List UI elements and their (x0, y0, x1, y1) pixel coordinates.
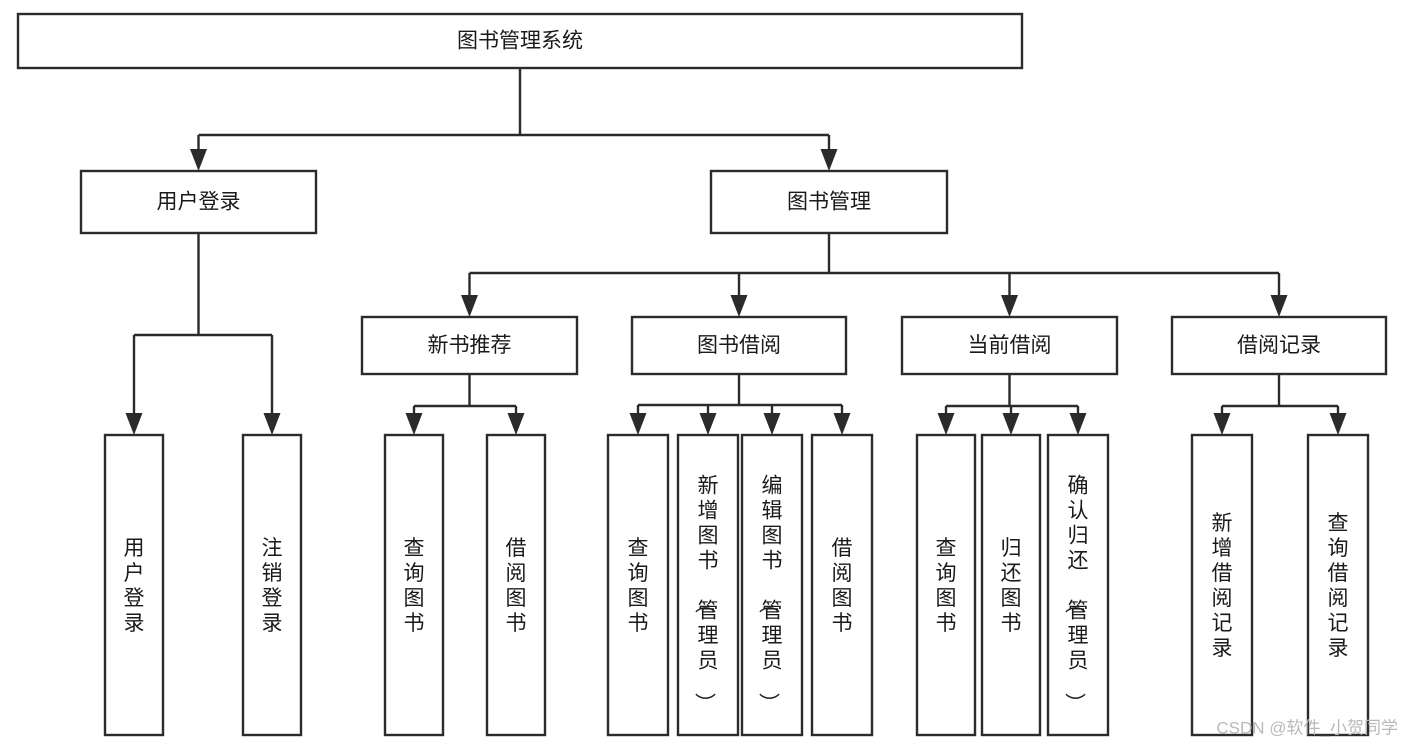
node-label-user-login: 用户登录 (157, 191, 241, 214)
connector-group-new-book-recommend (405, 374, 525, 435)
node-box-leaf-confirm-return-admin[interactable] (1046, 433, 1110, 737)
node-label-leaf-borrow-book-recommend: 借阅图书 (506, 537, 527, 635)
connector-group-user-login (125, 233, 281, 435)
node-book-borrow[interactable]: 图书借阅 (630, 315, 848, 376)
node-leaf-add-borrow-record[interactable]: 新增借阅记录 (1190, 433, 1254, 737)
node-label-leaf-add-book-admin: 新增图书（管理员） (693, 475, 719, 714)
node-leaf-query-book-borrow[interactable]: 查询图书 (606, 433, 670, 737)
node-box-leaf-logout-login[interactable] (241, 433, 303, 737)
node-root[interactable]: 图书管理系统 (16, 12, 1024, 70)
node-label-current-borrow: 当前借阅 (968, 334, 1052, 357)
node-box-leaf-query-book-current[interactable] (915, 433, 977, 737)
node-leaf-return-book[interactable]: 归还图书 (980, 433, 1042, 737)
arrow-head-leaf-user-login (125, 413, 143, 435)
node-label-leaf-logout-login: 注销登录 (262, 537, 283, 635)
node-borrow-record[interactable]: 借阅记录 (1170, 315, 1388, 376)
node-leaf-edit-book-admin[interactable]: 编辑图书（管理员） (740, 433, 804, 737)
node-leaf-query-book-recommend[interactable]: 查询图书 (383, 433, 445, 737)
node-leaf-logout-login[interactable]: 注销登录 (241, 433, 303, 737)
node-label-leaf-edit-book-admin: 编辑图书（管理员） (757, 475, 783, 714)
node-label-book-management: 图书管理 (787, 191, 871, 214)
node-leaf-borrow-book-recommend[interactable]: 借阅图书 (485, 433, 547, 737)
arrow-head-leaf-borrow-book (833, 413, 851, 435)
arrow-head-leaf-borrow-book-recommend (507, 413, 525, 435)
node-label-book-borrow: 图书借阅 (697, 334, 781, 357)
node-label-leaf-query-book-borrow: 查询图书 (628, 537, 649, 635)
node-user-login[interactable]: 用户登录 (79, 169, 318, 235)
node-leaf-borrow-book[interactable]: 借阅图书 (810, 433, 874, 737)
arrow-head-leaf-query-book-borrow (629, 413, 647, 435)
node-box-leaf-edit-book-admin[interactable] (740, 433, 804, 737)
csdn-watermark: CSDN @软件_小贺同学 (1216, 718, 1398, 737)
connector-group-current-borrow (937, 374, 1087, 435)
node-new-book-recommend[interactable]: 新书推荐 (360, 315, 579, 376)
node-label-leaf-query-book-recommend: 查询图书 (404, 537, 425, 635)
arrow-head-leaf-confirm-return-admin (1069, 413, 1087, 435)
node-box-borrow-record[interactable] (1170, 315, 1388, 376)
node-leaf-confirm-return-admin[interactable]: 确认归还（管理员） (1046, 433, 1110, 737)
node-box-current-borrow[interactable] (900, 315, 1119, 376)
node-leaf-query-book-current[interactable]: 查询图书 (915, 433, 977, 737)
arrow-head-leaf-edit-book-admin (763, 413, 781, 435)
node-box-leaf-borrow-book-recommend[interactable] (485, 433, 547, 737)
arrow-head-new-book-recommend (461, 295, 478, 317)
connector-group-borrow-record (1213, 374, 1347, 435)
node-box-book-management[interactable] (709, 169, 949, 235)
arrow-head-leaf-add-book-admin (699, 413, 717, 435)
arrow-head-leaf-query-book-current (937, 413, 955, 435)
connector-group-book-borrow (629, 374, 851, 435)
node-label-leaf-borrow-book: 借阅图书 (832, 537, 853, 635)
connector-group-root (190, 68, 838, 171)
arrow-head-leaf-query-book-recommend (405, 413, 423, 435)
arrow-head-leaf-add-borrow-record (1213, 413, 1231, 435)
node-box-user-login[interactable] (79, 169, 318, 235)
node-leaf-user-login[interactable]: 用户登录 (103, 433, 165, 737)
node-box-leaf-query-book-borrow[interactable] (606, 433, 670, 737)
node-box-book-borrow[interactable] (630, 315, 848, 376)
arrow-head-book-borrow (730, 295, 748, 317)
node-box-leaf-borrow-book[interactable] (810, 433, 874, 737)
node-box-leaf-add-book-admin[interactable] (676, 433, 740, 737)
node-label-leaf-query-borrow-record: 查询借阅记录 (1328, 512, 1349, 660)
node-label-leaf-confirm-return-admin: 确认归还（管理员） (1063, 475, 1089, 714)
arrow-head-user-login (190, 149, 207, 171)
node-layer: 图书管理系统用户登录图书管理新书推荐图书借阅当前借阅借阅记录用户登录注销登录查询… (16, 12, 1388, 737)
node-label-leaf-user-login: 用户登录 (124, 537, 145, 635)
node-label-new-book-recommend: 新书推荐 (428, 334, 512, 357)
node-current-borrow[interactable]: 当前借阅 (900, 315, 1119, 376)
node-box-leaf-query-book-recommend[interactable] (383, 433, 445, 737)
node-leaf-add-book-admin[interactable]: 新增图书（管理员） (676, 433, 740, 737)
arrow-head-borrow-record (1270, 295, 1288, 317)
connector-group-book-management (461, 233, 1288, 317)
arrow-head-current-borrow (1001, 295, 1018, 317)
node-leaf-query-borrow-record[interactable]: 查询借阅记录 (1306, 433, 1370, 737)
node-book-management[interactable]: 图书管理 (709, 169, 949, 235)
node-box-leaf-add-borrow-record[interactable] (1190, 433, 1254, 737)
arrow-head-leaf-logout-login (263, 413, 281, 435)
arrow-head-leaf-return-book (1002, 413, 1020, 435)
node-label-borrow-record: 借阅记录 (1237, 334, 1321, 357)
node-box-root[interactable] (16, 12, 1024, 70)
node-box-leaf-query-borrow-record[interactable] (1306, 433, 1370, 737)
node-label-leaf-add-borrow-record: 新增借阅记录 (1212, 512, 1233, 660)
node-box-leaf-return-book[interactable] (980, 433, 1042, 737)
arrow-head-book-management (820, 149, 838, 171)
connector-layer (125, 68, 1347, 435)
node-label-root: 图书管理系统 (457, 30, 583, 53)
node-box-new-book-recommend[interactable] (360, 315, 579, 376)
node-label-leaf-query-book-current: 查询图书 (936, 537, 957, 635)
node-label-leaf-return-book: 归还图书 (1001, 537, 1022, 635)
arrow-head-leaf-query-borrow-record (1329, 413, 1347, 435)
node-box-leaf-user-login[interactable] (103, 433, 165, 737)
